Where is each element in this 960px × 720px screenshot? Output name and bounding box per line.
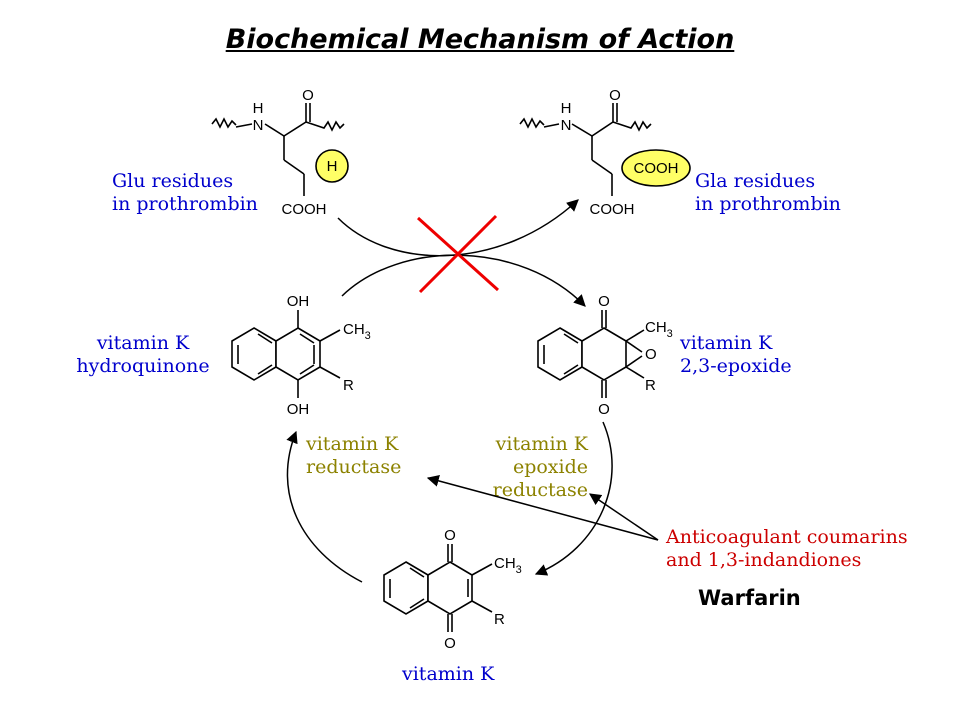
glu-cooh: COOH (282, 201, 327, 218)
hq-ch: CH (343, 321, 365, 338)
vk-ch: CH (494, 555, 516, 572)
ep-r: R (645, 377, 656, 394)
inhibition-x-mark (416, 214, 500, 294)
epoxide-structure (537, 310, 645, 398)
gla-nh-h: H (561, 100, 572, 117)
glu-label-line2: in prothrombin (112, 193, 258, 215)
ep-ch: CH (645, 319, 667, 336)
gla-cooh: COOH (590, 201, 635, 218)
page-title: Biochemical Mechanism of Action (225, 24, 735, 55)
wavy-bond-right (612, 120, 652, 132)
wavy-bond (519, 117, 545, 129)
gla-residues-label: Gla residues in prothrombin (695, 170, 841, 216)
hydroquinone-label-line1: vitamin K (96, 332, 190, 354)
warfarin-label: Warfarin (698, 586, 801, 610)
gla-added-cooh: COOH (634, 160, 679, 177)
vk-sub3: 3 (516, 564, 522, 576)
glu-residue-structure (211, 103, 345, 196)
hq-sub3: 3 (365, 330, 371, 342)
gla-label-line1: Gla residues (695, 170, 816, 192)
vitamin-k-reductase-label: vitamin K reductase (306, 433, 401, 479)
vk-r: R (494, 611, 505, 628)
vitamin-k-label: vitamin K (402, 663, 495, 685)
ep-carbonyl-o-top: O (598, 293, 610, 310)
ep-carbonyl-o-bottom: O (598, 401, 610, 418)
glu-nh-h: H (253, 100, 264, 117)
glu-residues-label: Glu residues in prothrombin (112, 170, 258, 216)
carboxylation-arrow (337, 199, 579, 257)
glu-carbonyl-o: O (302, 87, 314, 104)
inhibit-epoxide-reductase-arrow (589, 493, 659, 541)
vk-carbonyl-o-top: O (444, 527, 456, 544)
cooh-highlight (621, 149, 691, 187)
reductase-label-line2: reductase (306, 456, 402, 478)
vitamin-k-structure (383, 544, 493, 632)
gla-label-line2: in prothrombin (695, 193, 841, 215)
ep-epoxide-o: O (645, 346, 657, 363)
gla-carbonyl-o: O (609, 87, 621, 104)
epoxide-reductase-label: vitamin K epoxide reductase (470, 433, 588, 502)
hq-ch3: CH3 (343, 321, 371, 342)
vk-ch3: CH3 (494, 555, 522, 576)
hydroquinone-label-line2: hydroquinone (76, 355, 210, 377)
epoxide-reduction-arrow (534, 421, 613, 576)
inhibitor-label: Anticoagulant coumarins and 1,3-indandio… (666, 526, 908, 572)
reductase-label-line1: vitamin K (306, 433, 399, 455)
ep-ch3: CH3 (645, 319, 673, 340)
hydroquinone-structure-clean (231, 310, 341, 398)
glu-nh-n: N (253, 117, 264, 134)
oxidation-arrow (341, 254, 586, 307)
epox-red-label-line3: reductase (492, 479, 588, 501)
inhibit-reductase-arrow (426, 475, 659, 541)
gla-residue-structure (519, 103, 652, 196)
hq-oh-top: OH (287, 293, 310, 310)
wavy-bond-right (305, 120, 345, 132)
ep-sub3: 3 (667, 328, 673, 340)
inhibitor-label-line1: Anticoagulant coumarins (666, 526, 908, 548)
glu-h-atom: H (327, 158, 338, 175)
epoxide-label-line1: vitamin K (680, 332, 773, 354)
glu-label-line1: Glu residues (112, 170, 234, 192)
wavy-bond (211, 117, 237, 129)
epox-red-label-line2: epoxide (512, 456, 588, 478)
epox-red-label-line1: vitamin K (495, 433, 588, 455)
inhibitor-label-line2: and 1,3-indandiones (666, 549, 862, 571)
vk-carbonyl-o-bottom: O (444, 635, 456, 652)
hydroquinone-label: vitamin K hydroquinone (76, 332, 210, 378)
hq-oh-bottom: OH (287, 401, 310, 418)
quinone-reduction-arrow (286, 430, 363, 583)
hq-r: R (343, 377, 354, 394)
epoxide-label-line2: 2,3-epoxide (680, 355, 792, 377)
epoxide-label: vitamin K 2,3-epoxide (680, 332, 792, 378)
hydrogen-highlight (315, 149, 349, 183)
gla-nh-n: N (561, 117, 572, 134)
